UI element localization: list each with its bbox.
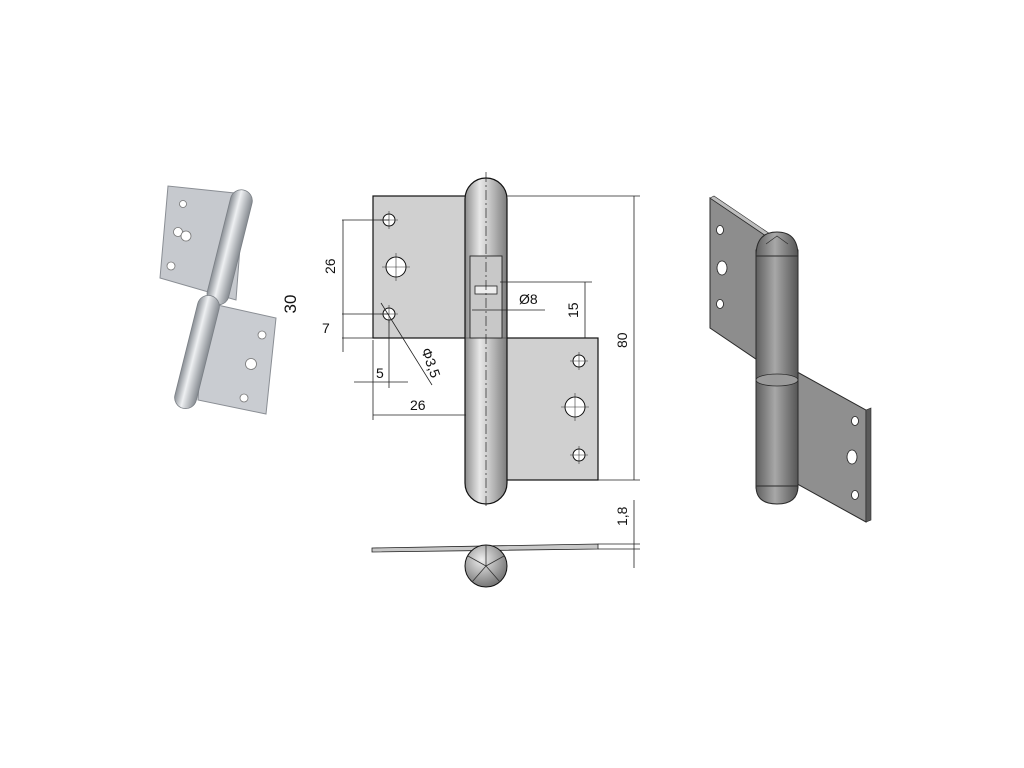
dim-thickness: 1,8 (598, 500, 640, 568)
photo-hole (179, 200, 187, 208)
dim-label-d8: Ø8 (519, 291, 538, 307)
dim-label-phi-3-5: Φ3,5 (418, 346, 444, 380)
photo-hole (239, 393, 249, 403)
render-pin-upper (755, 249, 799, 381)
dim-total-height: 80 (507, 195, 640, 481)
photo-hole (180, 230, 192, 242)
dim-label-5: 5 (376, 365, 384, 381)
hinge-photo (159, 185, 277, 415)
dim-label-26-vertical: 26 (322, 258, 338, 274)
dim-knuckle: 15 (500, 281, 592, 338)
photo-hole (245, 358, 257, 370)
dim-label-15: 15 (565, 302, 581, 318)
dim-label-7: 7 (322, 320, 330, 336)
render-hole (716, 225, 724, 235)
dim-hole-offset: 5 (354, 320, 408, 420)
dim-label-30: 30 (281, 295, 300, 314)
dim-label-1-8: 1,8 (614, 506, 630, 526)
dim-label-26-horizontal: 26 (410, 397, 426, 413)
render-hole (846, 449, 858, 465)
hinge-3d-render (709, 195, 872, 523)
photo-hole (166, 261, 176, 271)
render-pin-lower (755, 379, 799, 489)
render-pin-bottom (755, 485, 799, 505)
dim-edge: 7 (322, 314, 373, 352)
dim-pin-diameter: Ø8 (472, 291, 545, 311)
render-pin-cap (755, 231, 799, 257)
render-hole (716, 260, 728, 276)
technical-drawing: 26 30 7 Φ3,5 5 26 Ø8 (281, 172, 640, 588)
dim-leaf-width: 26 (373, 397, 466, 416)
dim-hole-pitch: 26 (322, 219, 389, 315)
render-hole (716, 299, 724, 309)
photo-pin-lower (174, 294, 220, 410)
render-hole (851, 416, 859, 426)
render-hole (851, 490, 859, 500)
photo-hole (257, 330, 267, 340)
section-view (371, 543, 599, 588)
dim-label-80: 80 (614, 332, 630, 348)
